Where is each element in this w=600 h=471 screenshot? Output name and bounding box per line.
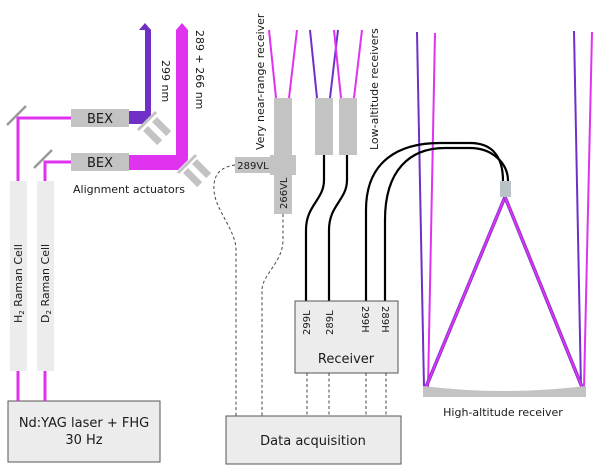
channel-299H-label: 299H: [359, 306, 370, 333]
mirror-upper: [6, 105, 27, 126]
laser-label: Nd:YAG laser + FHG: [19, 416, 149, 431]
d2-raman-cell: D2 Raman Cell: [37, 181, 54, 371]
d2-cell-body: [37, 181, 54, 371]
low-299-fov-right: [329, 29, 339, 99]
vnr-splitter: [270, 155, 296, 175]
bex-upper-label: BEX: [87, 112, 113, 127]
high-altitude-fiber-coupler: [500, 181, 511, 197]
vnr-266VL-port: [274, 174, 292, 214]
high-reflect-right-289: [504, 196, 583, 388]
actuator-arm-upper-1: [143, 125, 163, 146]
receiver-label: Receiver: [318, 352, 375, 367]
high-altitude-receiver-label: High-altitude receiver: [443, 406, 563, 419]
laser-box: [7, 400, 161, 463]
data-acquisition-label: Data acquisition: [260, 434, 366, 449]
bex-lower-body: [71, 153, 129, 171]
channel-289VL-label: 289VL: [237, 161, 269, 172]
wavelength-289-266-label: 289 + 266 nm: [193, 30, 206, 109]
bex-upper-body: [71, 109, 129, 127]
h2-raman-cell: H2 Raman Cell: [10, 181, 27, 371]
bex-upper: BEX: [71, 109, 129, 127]
high-fov-299-right: [573, 30, 582, 389]
low-289-fov-right: [353, 29, 363, 99]
high-reflect-left-289: [425, 196, 506, 388]
low-299-fov-left: [309, 29, 318, 99]
very-near-range-receiver: 289VL 266VL: [235, 98, 296, 214]
fiber-289L: [327, 155, 349, 301]
low-altitude-receiver-289: [339, 98, 357, 155]
vnr-289VL-port: [235, 157, 271, 173]
receiver-body: [294, 300, 399, 374]
signal-266VL: [261, 214, 284, 416]
high-altitude-primary-mirror: [423, 386, 586, 397]
alignment-actuator-upper: [136, 110, 172, 146]
d2-cell-label: D2 Raman Cell: [39, 244, 53, 323]
data-acquisition-body: [225, 415, 402, 465]
bex-lower: BEX: [71, 153, 129, 171]
alignment-actuators-label: Alignment actuators: [73, 183, 185, 196]
mirror-lower: [33, 149, 53, 169]
high-fov-289-left: [427, 32, 436, 389]
fiber-289H: [383, 146, 510, 301]
channel-266VL-label: 266VL: [279, 177, 290, 209]
channel-299L-label: 299L: [302, 310, 313, 335]
actuator-mirror-upper: [136, 110, 158, 132]
actuator-arm-lower-2: [192, 159, 212, 179]
actuator-arm-upper-2: [152, 117, 172, 137]
channel-289L-label: 289L: [325, 310, 336, 335]
very-near-range-receiver-label: Very near-range receiver: [254, 13, 267, 150]
beam-289-266-output: [129, 23, 188, 170]
low-altitude-receivers-label: Low-altitude receivers: [368, 28, 381, 150]
actuator-mirror-lower: [176, 153, 198, 175]
h2-cell-label: H2 Raman Cell: [12, 244, 26, 323]
beam-299-output: [129, 24, 151, 124]
vnr-fov-left: [268, 29, 277, 99]
high-fov-299-left: [416, 31, 425, 389]
beam-d2-to-bex: [43, 160, 71, 181]
data-acquisition-box: Data acquisition: [225, 415, 402, 465]
low-289-fov-left: [333, 29, 342, 99]
wavelength-299-label: 299 nm: [159, 60, 172, 102]
signal-289VL: [213, 164, 237, 416]
low-altitude-receiver-299: [315, 98, 333, 155]
vnr-fov-right: [288, 29, 298, 99]
channel-289H-label: 289H: [379, 306, 390, 333]
laser-rate-label: 30 Hz: [65, 433, 102, 448]
h2-cell-body: [10, 181, 27, 371]
laser-source: Nd:YAG laser + FHG 30 Hz: [7, 400, 161, 463]
high-fov-289-right: [583, 31, 593, 389]
fiber-299L: [304, 155, 326, 301]
bex-lower-label: BEX: [87, 156, 113, 171]
vnr-telescope: [274, 98, 292, 156]
receiver-channel-labels: 299L 289L 299H 289H: [302, 306, 390, 335]
beam-299-arrowhead: [139, 23, 151, 30]
actuator-arm-lower-1: [183, 168, 203, 188]
receiver-box: 299L 289L 299H 289H Receiver: [294, 300, 399, 374]
beam-h2-to-bex: [16, 116, 71, 181]
fiber-299H: [364, 141, 505, 301]
alignment-actuator-lower: [176, 153, 212, 188]
